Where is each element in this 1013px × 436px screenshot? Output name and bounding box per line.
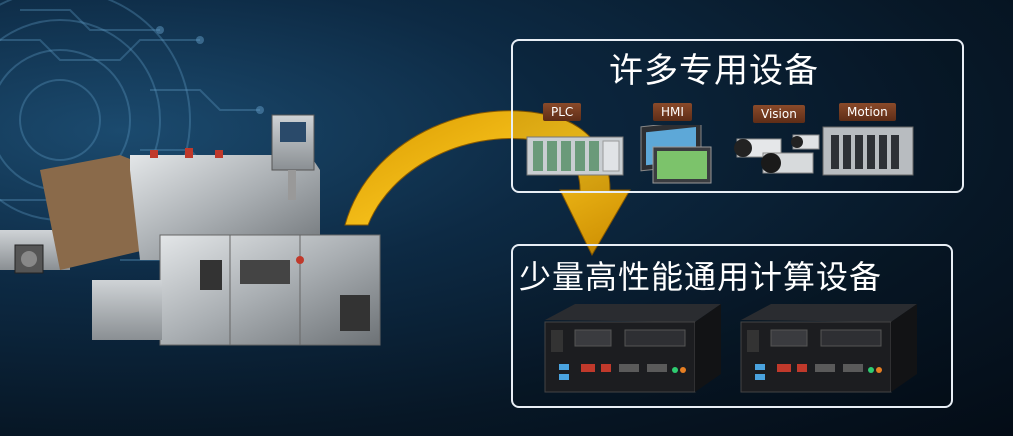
general-computing-panel: 少量高性能通用计算设备 <box>511 244 953 408</box>
vision-label: Vision <box>753 105 805 123</box>
hmi-label: HMI <box>653 103 692 121</box>
plc-label: PLC <box>543 103 582 121</box>
industrial-pc-icon <box>544 304 721 393</box>
dedicated-devices-title: 许多专用设备 <box>609 51 819 91</box>
industrial-machine-image <box>0 114 381 346</box>
camera-icon <box>734 134 820 174</box>
industrial-pc-icon-2 <box>740 304 917 393</box>
hmi-icon <box>640 125 712 184</box>
motion-controller-icon <box>822 126 914 176</box>
plc-icon <box>526 136 624 176</box>
motion-label: Motion <box>839 103 896 121</box>
dedicated-devices-panel: 许多专用设备 PLC HMI Vision Motion <box>511 39 964 193</box>
general-computing-title: 少量高性能通用计算设备 <box>519 258 883 296</box>
